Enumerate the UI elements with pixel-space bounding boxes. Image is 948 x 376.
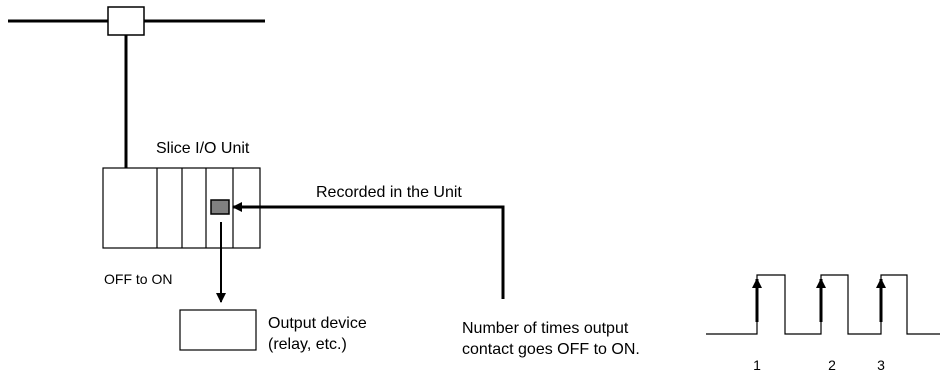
off-to-on-label: OFF to ON xyxy=(104,271,172,287)
output-device-sublabel: (relay, etc.) xyxy=(268,336,347,353)
pulse-waveform xyxy=(706,274,940,335)
bus-connector-box xyxy=(107,6,145,36)
pulse-number: 3 xyxy=(877,357,885,373)
count-label-line1: Number of times output xyxy=(462,320,629,337)
pulse-number: 2 xyxy=(828,357,836,373)
pulse-number: 1 xyxy=(753,357,761,373)
recorded-label: Recorded in the Unit xyxy=(316,184,462,201)
output-device-box xyxy=(179,309,257,351)
unit-label: Slice I/O Unit xyxy=(156,140,250,157)
recorded-arrow xyxy=(232,202,505,299)
count-label-line2: contact goes OFF to ON. xyxy=(462,341,640,358)
output-device-label: Output device xyxy=(268,315,367,332)
status-indicator xyxy=(210,199,230,215)
